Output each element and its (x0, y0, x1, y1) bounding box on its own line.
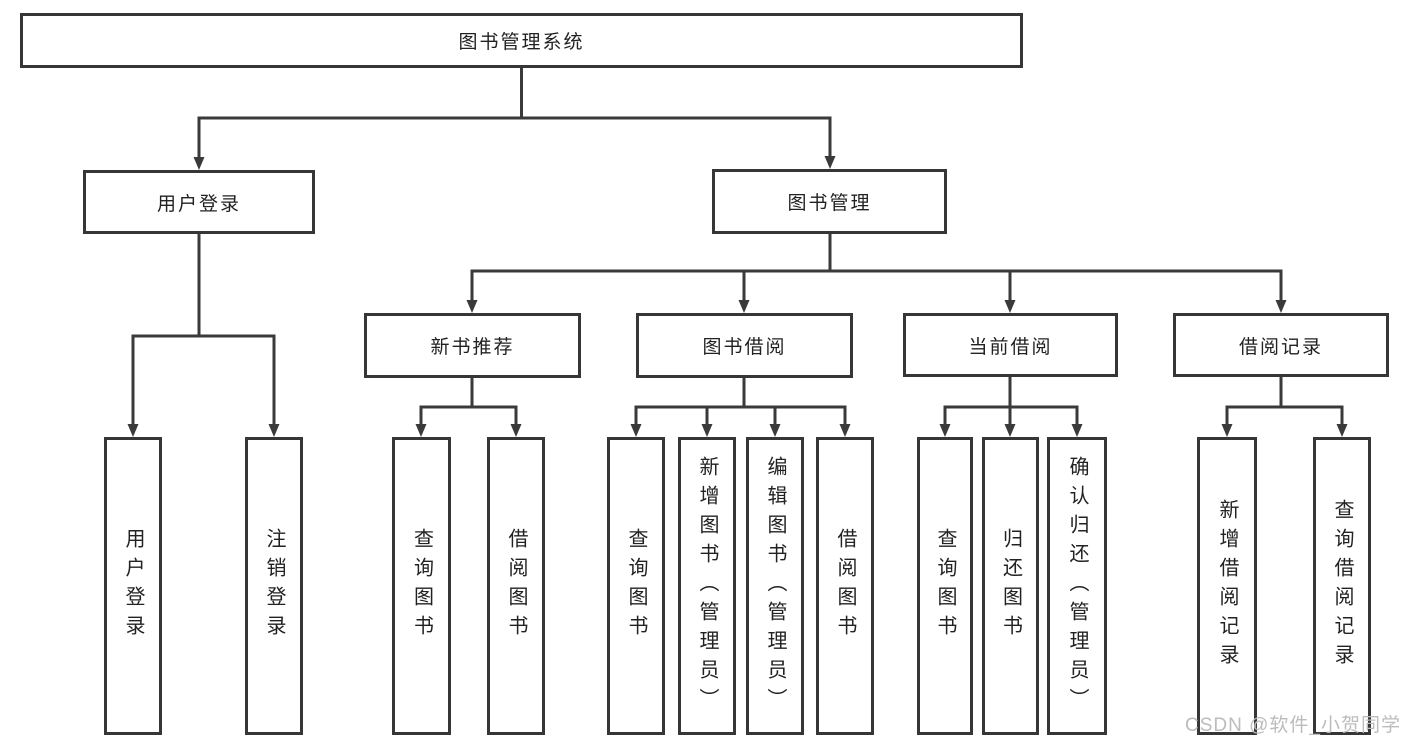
leaf-node-query-borrow-record: 查询借阅记录 (1313, 437, 1371, 735)
leaf-node-edit-books-admin: 编辑图书（管理员） (746, 437, 804, 735)
section-node-label: 图书借阅 (702, 337, 787, 358)
leaf-node-label: 新增图书（管理员） (696, 455, 718, 717)
leaf-node-label: 注销登录 (263, 528, 285, 644)
section-node-new-book-recommendation: 新书推荐 (364, 313, 581, 378)
leaf-node-borrow-books-borrowing: 借阅图书 (816, 437, 874, 735)
leaf-node-confirm-return-admin: 确认归还（管理员） (1047, 437, 1107, 735)
leaf-node-add-borrow-record: 新增借阅记录 (1197, 437, 1257, 735)
leaf-node-query-books-borrowing: 查询图书 (607, 437, 665, 735)
leaf-node-query-books-current: 查询图书 (917, 437, 973, 735)
section-node-book-borrowing: 图书借阅 (636, 313, 853, 378)
section-node-label: 当前借阅 (968, 336, 1053, 358)
root-node-library-management-system: 图书管理系统 (20, 13, 1023, 68)
leaf-node-label: 确认归还（管理员） (1066, 455, 1088, 717)
leaf-node-label: 归还图书 (999, 528, 1022, 644)
section-node-current-borrowing: 当前借阅 (903, 313, 1118, 377)
branch-node-user-login: 用户登录 (83, 170, 315, 234)
leaf-node-user-login: 用户登录 (104, 437, 162, 735)
leaf-node-add-books-admin: 新增图书（管理员） (678, 437, 736, 735)
leaf-node-label: 借阅图书 (834, 528, 856, 644)
leaf-node-query-books-recommend: 查询图书 (392, 437, 451, 735)
leaf-node-label: 查询借阅记录 (1331, 499, 1353, 673)
branch-node-label: 图书管理 (787, 193, 872, 214)
leaf-node-borrow-books-recommend: 借阅图书 (487, 437, 545, 735)
leaf-node-label: 编辑图书（管理员） (764, 455, 786, 717)
section-node-borrowing-records: 借阅记录 (1173, 313, 1389, 377)
leaf-node-label: 查询图书 (410, 528, 433, 644)
leaf-node-logout: 注销登录 (245, 437, 303, 735)
leaf-node-label: 用户登录 (122, 528, 144, 644)
section-node-label: 新书推荐 (430, 337, 515, 358)
branch-node-book-management: 图书管理 (712, 169, 947, 234)
leaf-node-label: 借阅图书 (505, 528, 527, 644)
root-node-label: 图书管理系统 (458, 32, 585, 53)
section-node-label: 借阅记录 (1238, 336, 1323, 358)
leaf-node-label: 查询图书 (625, 528, 647, 644)
watermark: CSDN @软件_小贺同学 (1185, 715, 1401, 736)
branch-node-label: 用户登录 (156, 193, 241, 215)
leaf-node-return-books: 归还图书 (982, 437, 1039, 735)
leaf-node-label: 新增借阅记录 (1216, 499, 1238, 673)
leaf-node-label: 查询图书 (934, 528, 956, 644)
